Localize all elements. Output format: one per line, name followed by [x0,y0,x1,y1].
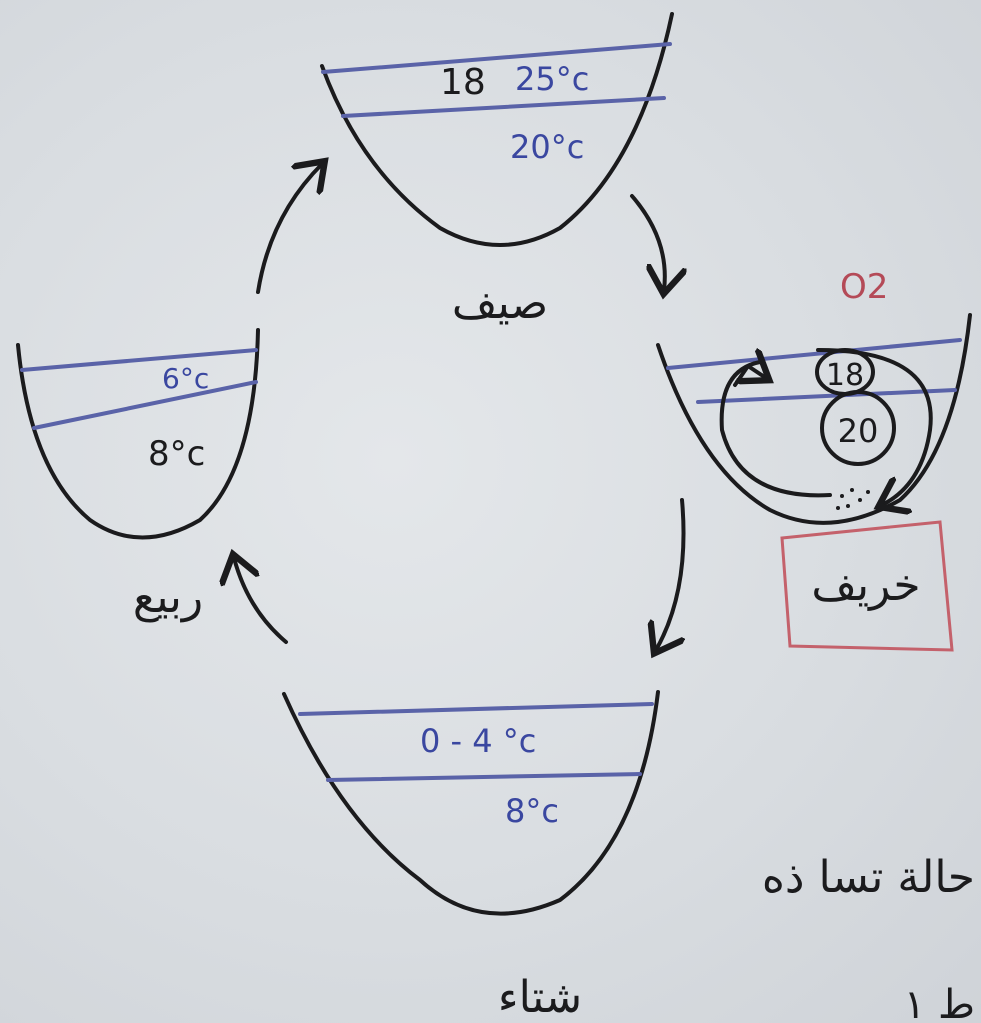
spring-top-temp: 6°c [162,362,209,395]
summer-label: صيف [452,278,548,329]
autumn-label-box [780,520,954,652]
arrow-winter-to-spring [234,558,288,644]
autumn-basin: 18 20 O2 خريف [656,267,972,652]
winter-label: شتاء [498,972,582,1023]
autumn-label: خريف [811,560,920,611]
spring-basin-outline [16,328,260,540]
autumn-top-circle-value: 18 [826,358,864,393]
summer-surface-line [321,42,672,74]
arrow-summer-to-autumn [630,194,665,290]
autumn-bottom-circle [820,390,896,466]
spring-surface-line [20,348,258,372]
autumn-sediment-dots [836,488,870,510]
autumn-surface-line [666,338,962,370]
summer-bottom-temp: 20°c [510,128,584,166]
autumn-mixing-arrow-left-head [733,366,766,387]
summer-basin: 18 25°c 20°c صيف [320,12,674,329]
summer-basin-outline [320,12,674,247]
autumn-basin-outline [656,313,972,525]
winter-thermocline-line [326,772,642,782]
arrow-autumn-to-winter [656,498,686,650]
autumn-bottom-circle-value: 20 [838,412,879,450]
winter-top-temp: 0 - 4 °c [420,722,536,760]
autumn-mixing-loop-right [816,348,933,505]
autumn-thermocline-line [696,388,957,404]
winter-surface-line [298,702,654,716]
winter-basin: 0 - 4 °c 8°c شتاء [282,690,660,1023]
side-note-line2: ط ١ [904,982,975,1023]
spring-thermocline-line [32,380,258,430]
side-note-line1: حالة تسا ذه [762,852,975,903]
arrow-spring-to-summer [256,164,322,294]
winter-bottom-temp: 8°c [505,792,559,830]
summer-thermocline-line [341,96,666,118]
spring-bottom-temp: 8°c [148,434,205,474]
summer-side-value: 18 [440,62,486,103]
spring-label: ربيع [133,572,203,623]
winter-basin-outline [282,690,660,916]
summer-top-temp: 25°c [515,60,589,98]
spring-basin: 6°c 8°c ربيع [16,328,260,623]
autumn-gas-label: O2 [840,267,888,307]
